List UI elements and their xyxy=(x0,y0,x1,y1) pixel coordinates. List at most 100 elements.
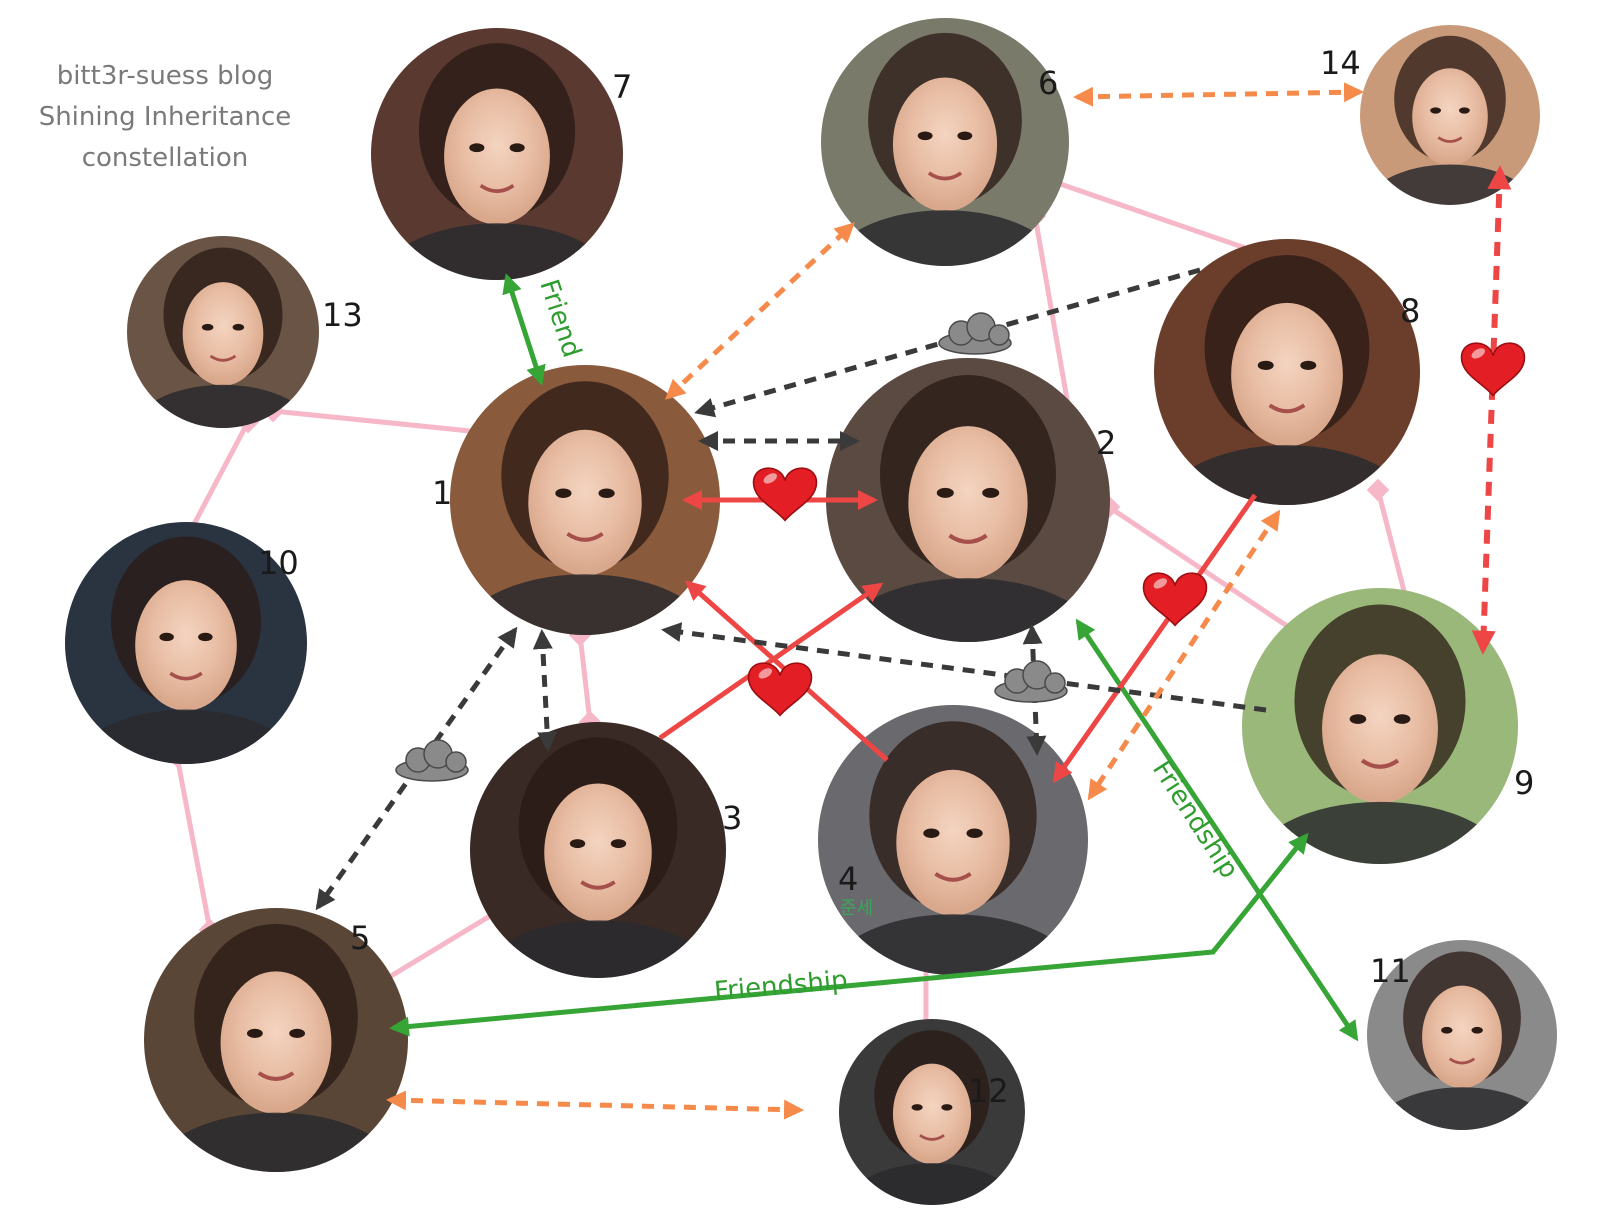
portrait-eye xyxy=(246,1028,263,1039)
cloud-icon-conflict-8-1 xyxy=(938,312,1012,355)
portrait-eye xyxy=(1441,1026,1453,1034)
portrait-eye xyxy=(1393,714,1411,724)
person-number-label: 2 xyxy=(1096,424,1116,462)
friendship-label-2-11: Friendship xyxy=(1146,755,1244,883)
family-line-end xyxy=(1366,478,1390,502)
portrait-eye xyxy=(941,1104,953,1111)
portrait-shoulders xyxy=(150,1112,402,1172)
portrait-shoulders xyxy=(1160,445,1414,505)
portrait-mouth xyxy=(1268,403,1306,414)
portrait-eye xyxy=(911,1104,923,1111)
portrait-eye xyxy=(569,839,586,849)
person-8-portrait xyxy=(1154,239,1420,505)
person-9-portrait xyxy=(1242,588,1518,864)
person-7-portrait xyxy=(371,28,623,280)
caption-line-title: Shining Inheritance xyxy=(38,102,292,132)
portrait-eye xyxy=(1349,714,1367,724)
portrait-face xyxy=(896,769,1010,916)
portrait-mouth xyxy=(566,532,604,542)
portrait-shoulders xyxy=(131,384,315,428)
portrait-eye xyxy=(610,839,627,849)
portrait-eye xyxy=(201,323,214,331)
portrait-eye xyxy=(1459,107,1470,114)
portrait-eye xyxy=(198,632,213,642)
conflict-arrow-1-3 xyxy=(532,629,558,752)
portrait-face xyxy=(544,783,652,922)
portrait-face xyxy=(892,77,998,212)
person-2-portrait xyxy=(826,358,1110,642)
hearts xyxy=(747,342,1526,717)
friend-arrow-7-1 xyxy=(502,273,546,386)
portrait-face xyxy=(444,88,550,225)
cloud-icon-conflict-1-5 xyxy=(395,739,469,782)
portrait-mouth xyxy=(1448,1057,1476,1065)
portrait-shoulders xyxy=(833,578,1103,642)
portrait-shoulders xyxy=(1364,164,1536,205)
person-number-label: 6 xyxy=(1038,64,1058,102)
portrait-shoulders xyxy=(377,223,617,280)
acquaintance-arrow-1-6 xyxy=(665,222,855,400)
friend-label-7-1: Friend xyxy=(533,276,586,361)
person-13-portrait xyxy=(127,236,319,428)
cloud-icon-conflict-2-4 xyxy=(994,660,1068,703)
portrait-face xyxy=(908,426,1028,580)
portrait-eye xyxy=(957,131,973,141)
portrait-mouth xyxy=(919,1134,945,1141)
acquaintance-arrow-5-12 xyxy=(386,1090,804,1120)
person-number-label: 4 xyxy=(838,860,858,898)
portrait-eye xyxy=(1257,360,1274,371)
friendship-label-5-9: Friendship xyxy=(713,965,849,1007)
person-number-label: 9 xyxy=(1514,764,1534,802)
clouds xyxy=(395,312,1068,782)
portrait-shoulders xyxy=(1371,1087,1553,1130)
portrait-eye xyxy=(509,143,525,153)
person-1-portrait xyxy=(450,365,720,635)
person-12-portrait xyxy=(839,1019,1025,1205)
portrait-eye xyxy=(469,143,485,153)
person-number-label: 10 xyxy=(258,544,299,582)
person-number-label: 14 xyxy=(1320,44,1361,82)
portrait-eye xyxy=(936,487,954,498)
portrait-eye xyxy=(982,487,1000,498)
portrait-face xyxy=(1322,654,1438,804)
portrait-eye xyxy=(232,323,245,331)
portraits xyxy=(65,18,1557,1205)
person-6-portrait xyxy=(821,18,1069,266)
portrait-eye xyxy=(1430,107,1441,114)
portrait-face xyxy=(220,971,332,1114)
person-10-portrait xyxy=(65,522,307,764)
portrait-face xyxy=(892,1063,972,1165)
family-line xyxy=(272,408,491,436)
love-dashed-arrow-14-9 xyxy=(1471,165,1512,655)
acquaintance-arrow-6-14 xyxy=(1073,82,1364,107)
portrait-mouth xyxy=(209,354,237,362)
family-line xyxy=(174,755,213,931)
caption-line-subtitle: constellation xyxy=(81,143,249,173)
person-number-label: 1 xyxy=(432,474,452,512)
acquaintance-arrow-8-4 xyxy=(1087,509,1281,801)
person-11-portrait xyxy=(1367,940,1557,1130)
person-number-label: 11 xyxy=(1370,952,1411,990)
portrait-mouth xyxy=(479,183,515,194)
portrait-eye xyxy=(917,131,933,141)
person-number-label: 5 xyxy=(350,919,370,957)
portrait-mouth xyxy=(257,1071,295,1081)
caption-line-blog: bitt3r-suess blog xyxy=(56,61,274,91)
person-5-portrait xyxy=(144,908,408,1172)
portrait-eye xyxy=(289,1028,306,1039)
portrait-mouth xyxy=(169,671,203,681)
portrait-face xyxy=(1422,985,1502,1089)
watermark-text: 준세 xyxy=(840,898,873,919)
heart-icon-1-2 xyxy=(752,467,818,522)
person-4-portrait xyxy=(818,705,1088,975)
portrait-face xyxy=(182,282,264,386)
portrait-face xyxy=(1231,302,1343,447)
heart-icon-8-4 xyxy=(1142,572,1208,627)
portrait-face xyxy=(528,429,642,576)
person-number-label: 13 xyxy=(322,296,363,334)
person-number-label: 3 xyxy=(722,799,742,837)
portrait-mouth xyxy=(927,171,963,181)
